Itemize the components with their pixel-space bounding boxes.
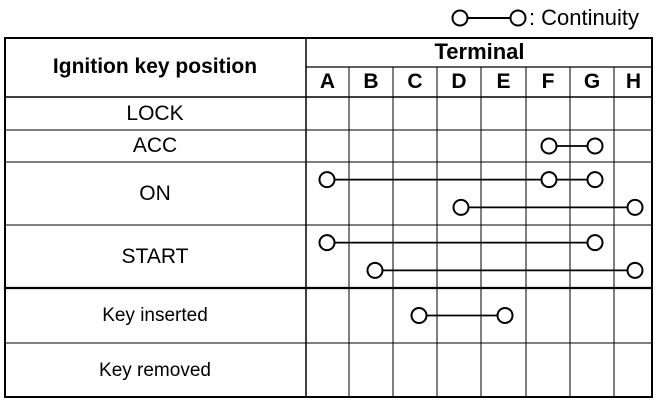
- terminal-circle-c: [410, 307, 428, 324]
- column-group-header: Terminal: [434, 39, 525, 64]
- terminal-circle-h: [626, 261, 644, 279]
- legend: : Continuity: [451, 4, 639, 32]
- terminal-circle-e: [496, 307, 514, 324]
- row-label-key-removed: Key removed: [99, 359, 211, 381]
- terminal-header-a: A: [319, 70, 336, 93]
- terminal-circle-h: [626, 198, 644, 216]
- terminal-circle-g: [586, 137, 604, 155]
- terminal-header-d: D: [451, 70, 467, 93]
- terminal-circle-f: [540, 137, 558, 155]
- row-label-acc: ACC: [132, 134, 178, 157]
- row-label-key-inserted: Key inserted: [102, 304, 208, 326]
- continuity-symbol-icon: [451, 9, 527, 27]
- terminal-header-c: C: [407, 70, 423, 93]
- terminal-circle-d: [452, 198, 470, 216]
- terminal-header-e: E: [496, 70, 511, 93]
- row-label-lock: LOCK: [126, 101, 184, 125]
- terminal-header-f: F: [541, 70, 555, 93]
- table-grid: [4, 37, 653, 398]
- terminal-circle-b: [366, 261, 384, 279]
- table-border: [4, 37, 653, 398]
- row-header: Ignition key position: [52, 55, 258, 78]
- terminal-circle-g: [586, 234, 604, 252]
- terminal-header-h: H: [625, 70, 642, 93]
- row-label-on: ON: [139, 181, 171, 205]
- terminal-circle-g: [586, 171, 604, 189]
- terminal-circle-a: [318, 234, 336, 252]
- terminal-circle-a: [318, 171, 336, 189]
- terminal-header-g: G: [583, 70, 601, 93]
- continuity-table: Ignition key position Terminal A B C D E…: [4, 37, 653, 398]
- row-label-start: START: [121, 244, 189, 268]
- terminal-circle-f: [540, 171, 558, 189]
- legend-text: : Continuity: [528, 5, 639, 30]
- terminal-header-b: B: [363, 70, 379, 93]
